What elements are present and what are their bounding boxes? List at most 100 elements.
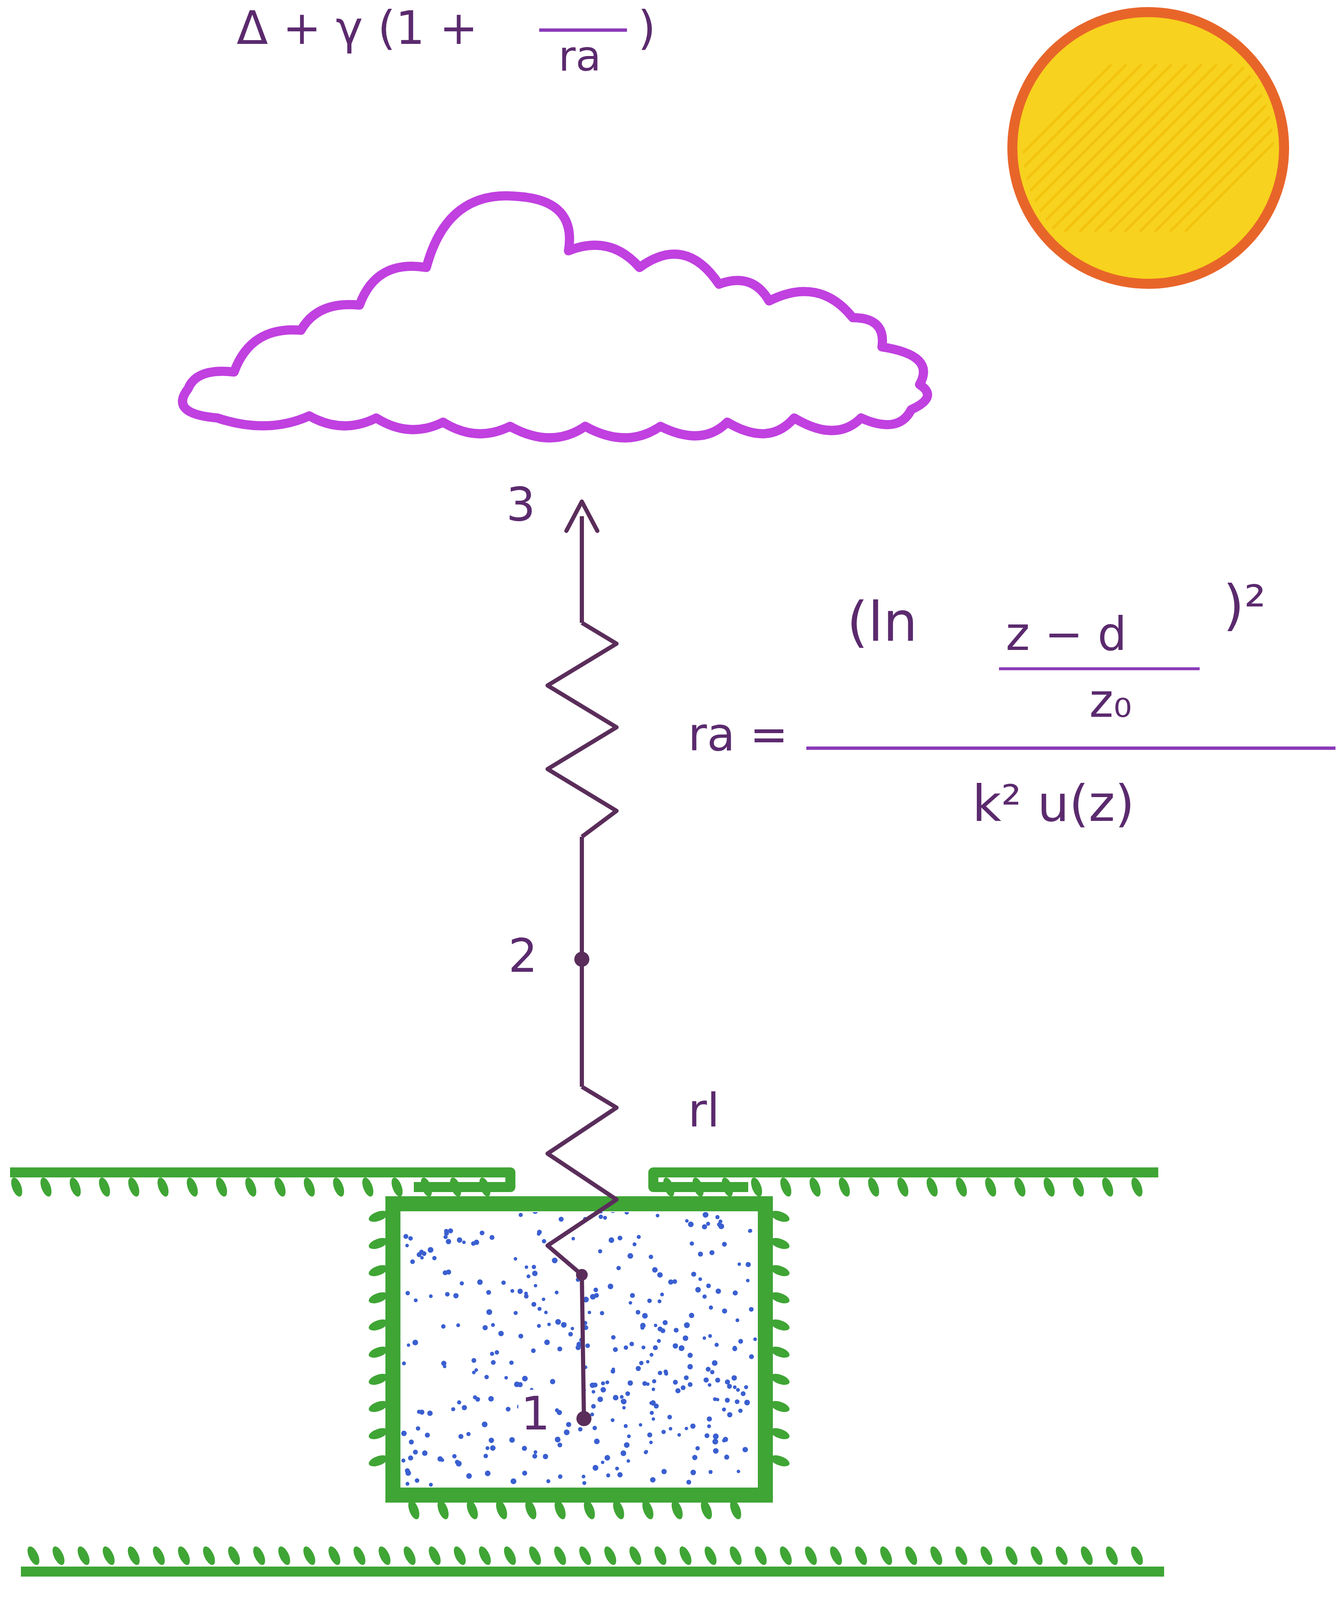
formula-text: k² u(z) — [969, 777, 1137, 831]
grass-blade — [836, 1176, 852, 1199]
grass-blade — [367, 1317, 390, 1333]
water-dot — [668, 1427, 673, 1431]
grass-blade — [1028, 1544, 1045, 1568]
water-dot — [661, 1429, 666, 1435]
grass-blade — [367, 1289, 390, 1306]
water-dot — [488, 1396, 494, 1402]
water-dot — [563, 1429, 570, 1436]
water-dot — [721, 1407, 727, 1412]
grass-blade — [464, 1498, 480, 1522]
water-dot — [712, 1433, 719, 1440]
water-dot — [708, 1305, 714, 1310]
water-dot — [533, 1450, 538, 1455]
water-dot — [702, 1294, 707, 1299]
water-dot — [484, 1470, 491, 1477]
grass-blade — [67, 1176, 83, 1199]
water-dot — [635, 1309, 641, 1315]
water-dot — [471, 1358, 477, 1363]
grass-blade — [351, 1544, 368, 1568]
water-dot — [638, 1423, 643, 1427]
water-dot — [706, 1416, 712, 1422]
water-dot — [675, 1388, 681, 1394]
grass-blade — [301, 1176, 317, 1199]
water-dot — [471, 1241, 476, 1247]
water-dot — [491, 1322, 495, 1327]
water-dot — [716, 1397, 720, 1402]
water-dot — [555, 1319, 561, 1326]
water-dot — [632, 1242, 637, 1247]
water-dot — [554, 1436, 561, 1443]
water-dot — [532, 1212, 538, 1214]
water-dot — [672, 1343, 678, 1349]
grass-blade — [769, 1235, 792, 1252]
water-dot — [605, 1380, 610, 1385]
sun-hatching — [944, 64, 1338, 232]
water-dot — [558, 1216, 564, 1222]
water-dot — [408, 1236, 413, 1241]
grass-blade — [376, 1544, 393, 1568]
cloud — [182, 195, 928, 438]
grass-blade — [769, 1262, 792, 1279]
water-dot — [537, 1229, 542, 1235]
water-dot — [571, 1236, 575, 1241]
water-dot — [623, 1424, 628, 1428]
wire — [581, 1274, 584, 1419]
resistor-network — [547, 516, 617, 1419]
water-dot — [544, 1310, 548, 1315]
water-dot — [683, 1375, 689, 1381]
grass-blade — [447, 1176, 464, 1199]
water-dot — [650, 1400, 656, 1406]
water-dot — [646, 1360, 650, 1364]
water-dot — [486, 1289, 492, 1295]
water-dot — [629, 1341, 635, 1347]
water-dot — [601, 1381, 606, 1386]
grass-blade — [1078, 1544, 1096, 1568]
soil-pit — [392, 1203, 766, 1496]
formula-text: ) — [635, 4, 659, 53]
grass-blade — [435, 1498, 451, 1522]
water-dot — [598, 1249, 603, 1254]
water-dot — [653, 1323, 658, 1328]
water-dot — [738, 1408, 743, 1414]
water-dot — [714, 1342, 719, 1347]
water-dot — [408, 1439, 414, 1445]
water-dot — [541, 1238, 546, 1244]
grass-blade — [405, 1498, 422, 1522]
water-dot — [501, 1280, 506, 1286]
water-dot — [424, 1432, 430, 1438]
water-dot — [442, 1270, 448, 1276]
formula-text: (ln — [844, 593, 921, 651]
water-dot — [615, 1466, 620, 1471]
water-dot — [745, 1261, 751, 1267]
water-dot — [600, 1387, 607, 1393]
water-dot — [551, 1257, 558, 1264]
grass-blade — [639, 1498, 656, 1522]
grass-blade — [698, 1498, 714, 1522]
water-dot — [642, 1381, 648, 1386]
water-dot — [437, 1456, 444, 1462]
grass-blade — [894, 1176, 911, 1199]
water-dot — [643, 1450, 648, 1455]
water-dot — [592, 1425, 598, 1431]
water-dot — [626, 1434, 631, 1439]
water-dot — [401, 1458, 406, 1463]
water-dot — [724, 1454, 730, 1460]
water-dot — [490, 1360, 496, 1365]
water-dots — [401, 1212, 757, 1487]
water-dot — [505, 1406, 511, 1412]
fraction-bar — [999, 667, 1200, 671]
formula-text: z − d — [1003, 610, 1130, 659]
water-dot — [494, 1350, 500, 1355]
water-dot — [732, 1290, 738, 1296]
water-dot — [453, 1293, 459, 1299]
water-dot — [531, 1302, 537, 1308]
water-dot — [678, 1345, 685, 1352]
water-dot — [517, 1288, 523, 1295]
grass-blade — [677, 1544, 694, 1568]
water-dot — [616, 1265, 622, 1271]
water-dot — [532, 1270, 538, 1277]
water-dot — [537, 1307, 542, 1312]
grass-blade — [272, 1176, 288, 1199]
grass-blade — [769, 1208, 792, 1224]
water-dot — [672, 1379, 678, 1385]
